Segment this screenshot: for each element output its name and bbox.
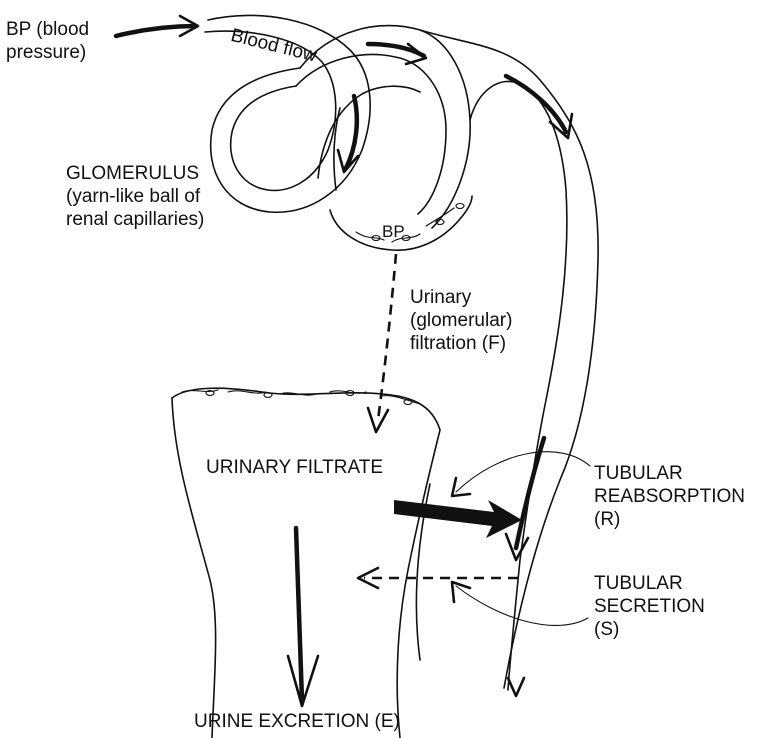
secretion-line-3: (S) bbox=[594, 618, 705, 641]
bp-input-label: BP (blood pressure) bbox=[6, 18, 89, 64]
urine-excretion-label: URINE EXCRETION (E) bbox=[194, 710, 400, 733]
secretion-line-1: TUBULAR bbox=[594, 572, 705, 595]
filtration-line-3: filtration (F) bbox=[410, 332, 512, 355]
glomerulus-line-1: GLOMERULUS bbox=[66, 162, 204, 185]
renal-tubule bbox=[172, 388, 440, 738]
glomerulus-line-2: (yarn-like ball of bbox=[66, 185, 204, 208]
urinary-filtrate-label: URINARY FILTRATE bbox=[206, 456, 383, 479]
tubular-reabsorption-label: TUBULAR REABSORPTION (R) bbox=[594, 462, 745, 531]
excretion-arrow bbox=[288, 528, 318, 706]
glomerulus-coil bbox=[296, 26, 470, 228]
reabsorption-arrow bbox=[394, 452, 590, 538]
filtration-line-2: (glomerular) bbox=[410, 309, 512, 332]
tubular-secretion-label: TUBULAR SECRETION (S) bbox=[594, 572, 705, 641]
filtration-line-1: Urinary bbox=[410, 286, 512, 309]
bp-input-line-1: BP (blood bbox=[6, 18, 89, 41]
blood-flow-arrows bbox=[116, 16, 572, 696]
reabsorption-line-1: TUBULAR bbox=[594, 462, 745, 485]
secretion-line-2: SECRETION bbox=[594, 595, 705, 618]
glomerulus-line-3: renal capillaries) bbox=[66, 208, 204, 231]
filtration-arrow bbox=[368, 254, 396, 432]
glomerulus-label: GLOMERULUS (yarn-like ball of renal capi… bbox=[66, 162, 204, 231]
bp-input-line-2: pressure) bbox=[6, 41, 89, 64]
reabsorption-line-3: (R) bbox=[594, 508, 745, 531]
bp-inner-label: BP bbox=[382, 220, 405, 243]
filtration-label: Urinary (glomerular) filtration (F) bbox=[410, 286, 512, 355]
reabsorption-line-2: REABSORPTION bbox=[594, 485, 745, 508]
secretion-arrow bbox=[358, 568, 588, 625]
